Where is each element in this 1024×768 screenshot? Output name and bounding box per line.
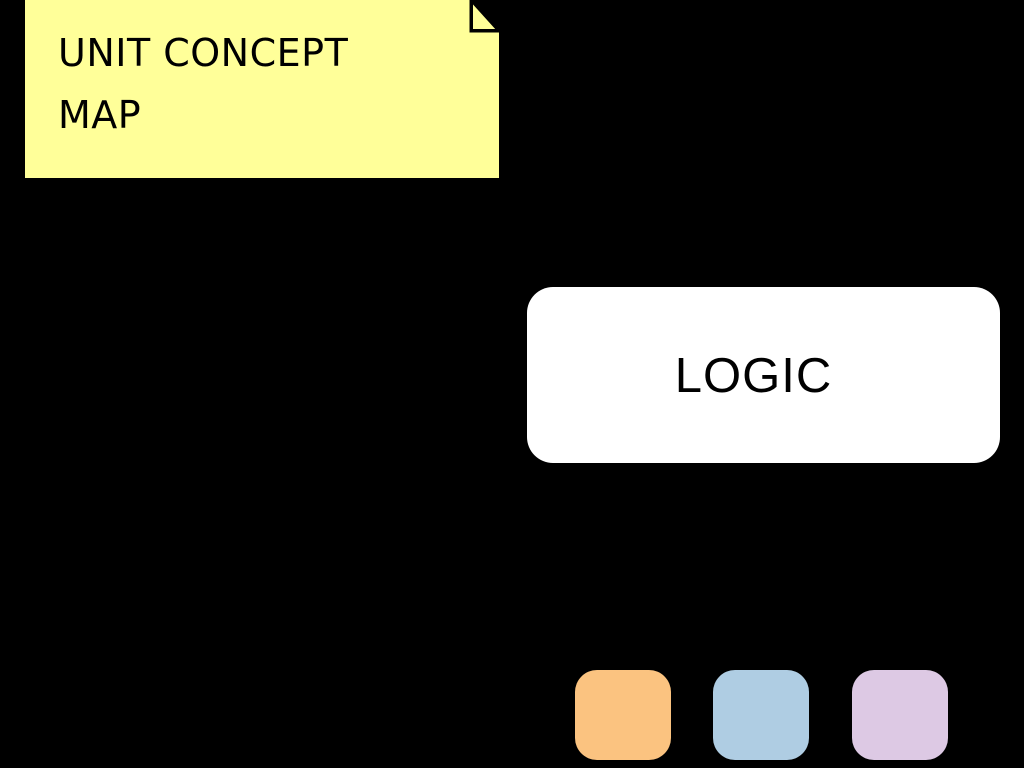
color-chip-purple[interactable] (852, 670, 948, 760)
sticky-note-body (25, 0, 499, 178)
sticky-note-title: UNIT CONCEPT MAP (58, 31, 349, 137)
color-chip-blue[interactable] (713, 670, 809, 760)
folded-corner-edge (469, 0, 499, 33)
concept-node-label: LOGIC (674, 348, 833, 403)
sticky-note-shape (25, 0, 499, 178)
color-chip-orange[interactable] (575, 670, 671, 760)
sticky-note-unit-concept-map[interactable]: UNIT CONCEPT MAP (25, 0, 499, 178)
concept-node-logic[interactable]: LOGIC (527, 287, 1000, 463)
color-chip-tray (575, 670, 948, 760)
